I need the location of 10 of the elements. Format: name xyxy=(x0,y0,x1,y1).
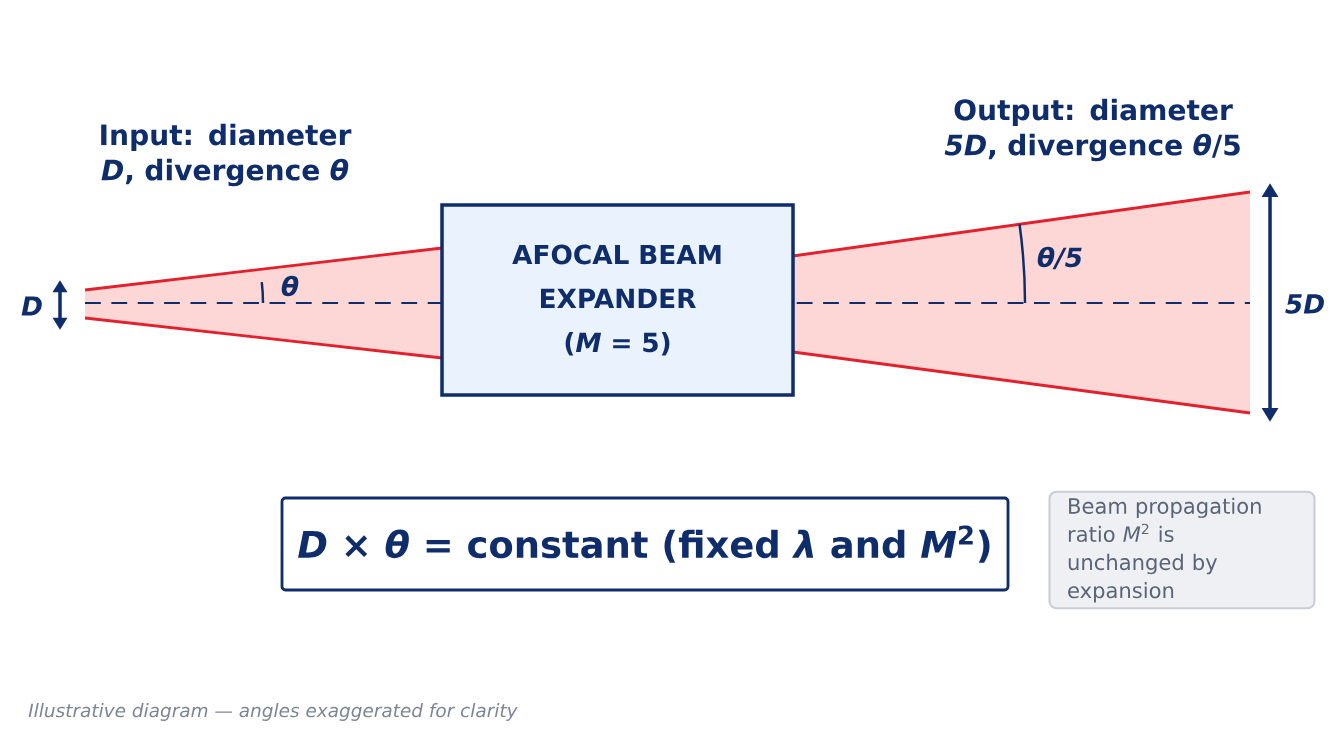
dimension-label: 5D xyxy=(1285,294,1324,314)
heading: Input: diameter D, divergence θ xyxy=(101,123,352,187)
note-box: Beam propagation ratio M$^{2}$ is unchanged by expansion xyxy=(1048,490,1316,610)
dimension-label: D xyxy=(21,296,42,316)
angle-label: θ xyxy=(281,275,299,297)
caption: Illustrative diagram — angles exaggerated for clarity xyxy=(28,703,518,721)
equation-box: D × θ = constant (fixed λ and M$^{2}$) xyxy=(280,496,1010,592)
angle-label: θ/5 xyxy=(1037,246,1082,270)
process-box: AFOCAL BEAM EXPANDER (M = 5) xyxy=(440,203,795,397)
heading: Output: diameter 5D, divergence θ/5 xyxy=(944,98,1240,162)
